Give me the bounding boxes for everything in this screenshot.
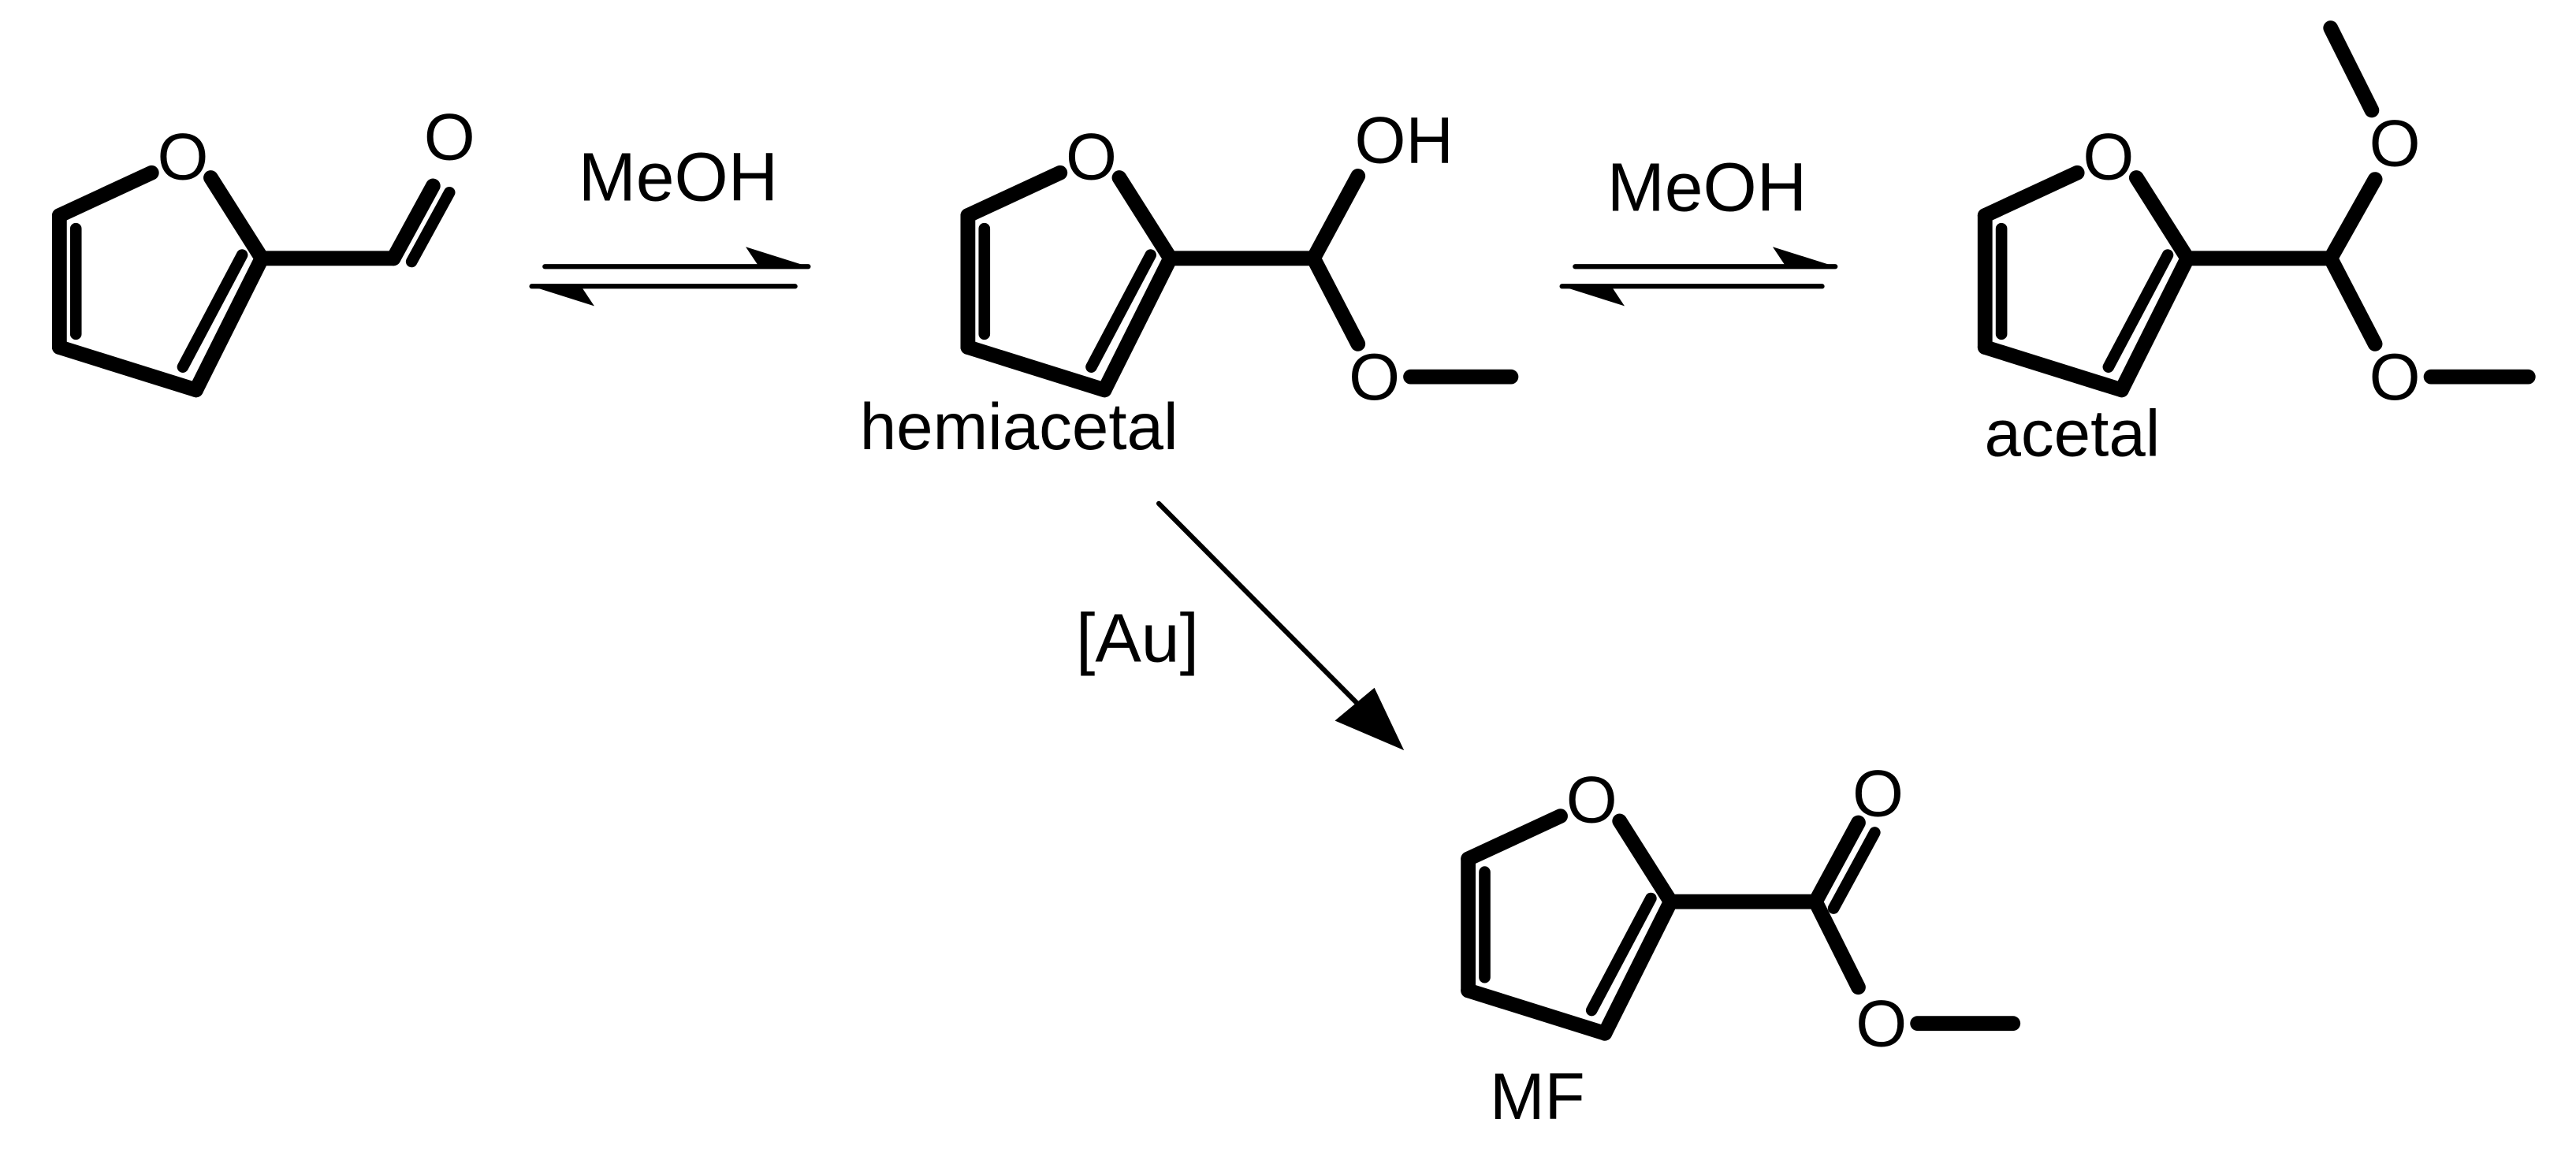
furan-ring: O (1985, 119, 2187, 389)
reagent-meoh-1: MeOH (579, 139, 778, 216)
upper-methoxy-oxygen-label: O (2369, 106, 2421, 180)
catalyst-au-label: [Au] (1076, 599, 1199, 676)
lower-methoxy-oxygen-label: O (2369, 340, 2421, 414)
carbonyl-oxygen-label: O (424, 99, 475, 173)
ester-oxygen-label: O (1856, 987, 1907, 1061)
acetal-molecule: O O O acetal (1984, 20, 2536, 470)
furfural-molecule: O O (59, 99, 475, 390)
mf-label: MF (1490, 1059, 1585, 1133)
furan-ring: O (59, 119, 262, 389)
ring-oxygen-label: O (1566, 763, 1617, 837)
ring-oxygen-label: O (1066, 119, 1117, 193)
reagent-meoh-2: MeOH (1607, 148, 1807, 225)
ring-oxygen-label: O (2083, 119, 2134, 193)
oxidation-arrow: [Au] (1076, 500, 1405, 751)
reverse-arrowhead (531, 286, 594, 307)
methoxy-oxygen-label: O (1349, 340, 1400, 414)
equilibrium-arrow-2: MeOH (1559, 148, 1838, 307)
furan-ring: O (1469, 763, 1671, 1033)
forward-arrowhead (746, 247, 809, 267)
hemiacetal-label: hemiacetal (860, 389, 1178, 463)
hemiacetal-molecule: O OH O hemiacetal (860, 102, 1519, 463)
oxidation-arrowhead (1335, 687, 1405, 751)
acetal-label: acetal (1984, 396, 2160, 470)
ring-oxygen-label: O (157, 119, 208, 193)
reverse-arrowhead (1562, 286, 1625, 307)
equilibrium-arrow-1: MeOH (529, 139, 811, 307)
furan-ring: O (968, 119, 1171, 389)
methyl-furoate-molecule: O O O MF (1469, 756, 2021, 1133)
forward-arrowhead (1772, 247, 1836, 267)
carbonyl-oxygen-label: O (1852, 756, 1904, 830)
hydroxyl-label: OH (1355, 102, 1454, 177)
